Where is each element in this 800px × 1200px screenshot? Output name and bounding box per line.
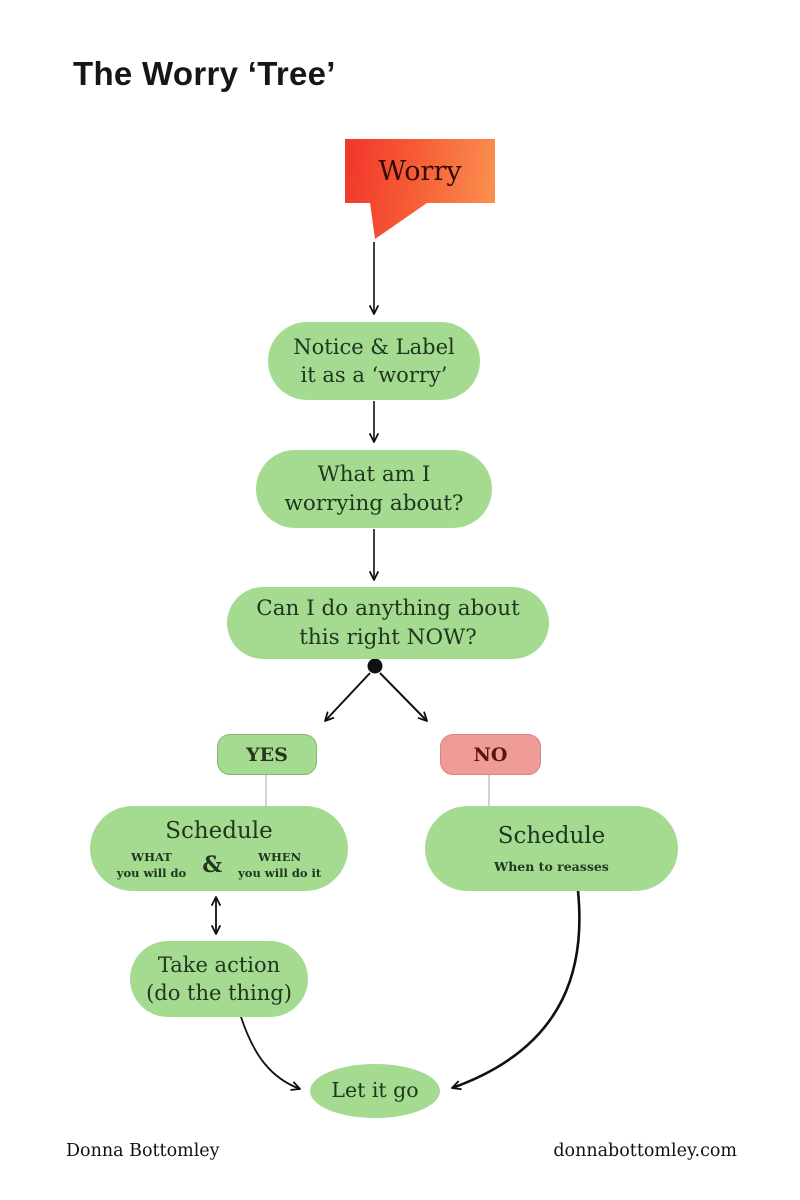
curve-take-action-to-let-go	[240, 1016, 301, 1091]
schedule-yes-details: WHAT you will do & WHEN you will do it	[117, 850, 321, 881]
schedule-yes-title: Schedule	[165, 817, 273, 844]
schedule-yes-when-top: WHEN	[258, 850, 302, 865]
page-title: The Worry ‘Tree’	[73, 55, 336, 92]
curve-schedule-no-to-let-go	[451, 890, 581, 1090]
arrow-dot-to-yes	[324, 672, 371, 722]
notice-label-node: Notice & Label it as a ‘worry’	[268, 322, 480, 400]
schedule-yes-what-bottom: you will do	[116, 865, 187, 880]
worry-node: Worry	[345, 139, 495, 239]
decision-dot	[367, 658, 383, 674]
take-action-line2: (do the thing)	[146, 981, 292, 1005]
what-line1: What am I	[317, 461, 431, 487]
no-badge: NO	[440, 734, 541, 775]
arrow-dot-to-no	[379, 672, 428, 722]
let-it-go-node: Let it go	[310, 1064, 440, 1118]
schedule-yes-when-bottom: you will do it	[238, 865, 322, 880]
schedule-no-subtitle: When to reasses	[494, 859, 609, 875]
notice-line1: Notice & Label	[293, 334, 455, 359]
schedule-no-node: Schedule When to reasses	[425, 806, 678, 891]
schedule-yes-when: WHEN you will do it	[238, 850, 321, 881]
can-do-anything-node: Can I do anything about this right NOW?	[227, 587, 549, 659]
schedule-yes-what: WHAT you will do	[117, 850, 186, 881]
what-line2: worrying about?	[284, 491, 464, 516]
take-action-line1: Take action	[157, 952, 281, 977]
worry-label: Worry	[378, 155, 462, 187]
let-it-go-label: Let it go	[331, 1078, 419, 1103]
take-action-node: Take action (do the thing)	[130, 941, 308, 1017]
footer-author: Donna Bottomley	[66, 1141, 220, 1161]
can-line2: this right NOW?	[299, 625, 477, 650]
notice-line2: it as a ‘worry’	[300, 363, 448, 387]
schedule-yes-ampersand: &	[202, 851, 223, 878]
can-line1: Can I do anything about	[256, 595, 520, 621]
schedule-yes-what-top: WHAT	[131, 850, 172, 865]
schedule-yes-node: Schedule WHAT you will do & WHEN you wil…	[90, 806, 348, 891]
footer-website: donnabottomley.com	[553, 1141, 737, 1161]
no-label: NO	[473, 743, 508, 766]
what-worrying-node: What am I worrying about?	[256, 450, 492, 528]
yes-badge: YES	[217, 734, 317, 775]
schedule-no-title: Schedule	[497, 822, 606, 849]
yes-label: YES	[246, 743, 288, 766]
